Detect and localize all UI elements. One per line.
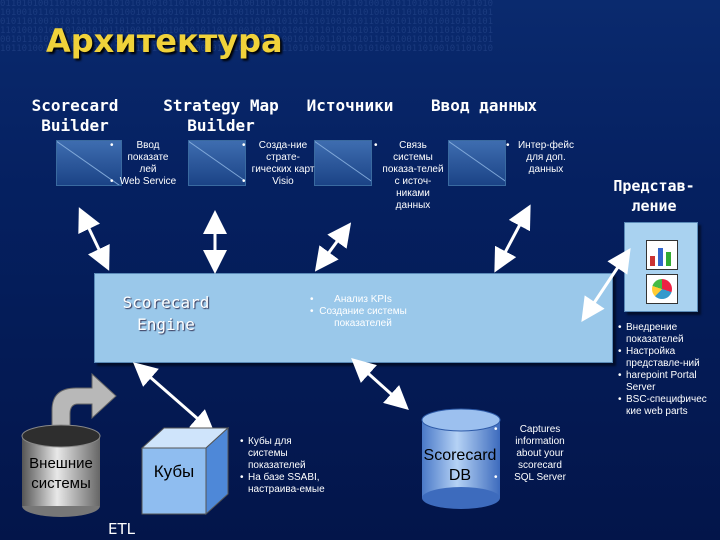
header-strategy-map-builder: Strategy Map Builder — [163, 96, 279, 135]
external-systems-label: Внешние системы — [29, 455, 93, 492]
scorecard-db-label: Scorecard DB — [423, 447, 497, 484]
double-arrow — [494, 204, 531, 273]
pie-chart-icon — [646, 274, 678, 304]
bar-chart-icon — [646, 240, 678, 270]
header-scorecard-builder: Scorecard Builder — [31, 96, 119, 135]
engine-label: Scorecard Engine — [122, 293, 210, 334]
external-systems-cylinder — [21, 424, 101, 517]
etl-label: ETL — [108, 520, 135, 538]
double-arrow — [351, 357, 409, 411]
cubes-icon — [140, 426, 230, 516]
sources-screenshot — [314, 140, 372, 186]
bullet-item: Создание системы показателей — [310, 306, 408, 330]
bullet-item: Интер-фейс для доп. данных — [506, 140, 578, 176]
db-bullets: Captures information about your scorecar… — [494, 424, 578, 484]
header-sources: Источники — [306, 96, 394, 115]
bullet-item: Captures information about your scorecar… — [494, 424, 578, 472]
bullet-item: Настройка представле-ний — [618, 346, 718, 370]
sources-bullets: Связь системы показа-телей с источ-никам… — [374, 140, 444, 212]
bullet-item: На базе SSABI, настраива-емые — [240, 472, 332, 496]
presentation-bullets: Внедрение показателей Настройка представ… — [618, 322, 718, 418]
header-data-entry: Ввод данных — [431, 96, 537, 115]
bullet-item: Ввод показате лей — [110, 140, 178, 176]
double-arrow — [581, 248, 631, 322]
bullet-item: harepoint Portal Server — [618, 370, 718, 394]
binary-background-pattern: 0110101001101001010110101010010110100101… — [0, 0, 494, 54]
scorecard-builder-bullets: Ввод показате лей Web Service — [110, 140, 178, 188]
double-arrow — [314, 222, 352, 272]
etl-curved-arrow — [51, 372, 117, 429]
bullet-item: BSC-специфичес кие web parts — [618, 394, 718, 418]
slide-title: Архитектура — [46, 22, 283, 60]
bullet-item: Связь системы показа-телей с источ-никам… — [374, 140, 444, 212]
strategy-map-bullets: Созда-ние страте-гических карт Visio — [242, 140, 316, 188]
bullet-item: Кубы для системы показателей — [240, 436, 332, 472]
cubes-label: Кубы — [153, 462, 195, 481]
bullet-item: Анализ KPIs — [310, 294, 408, 306]
bullet-item: Visio — [242, 176, 316, 188]
bullet-item: SQL Server — [494, 472, 578, 484]
bullet-item: Созда-ние страте-гических карт — [242, 140, 316, 176]
scorecard-db-cylinder — [421, 408, 501, 509]
bullet-item: Внедрение показателей — [618, 322, 718, 346]
data-entry-bullets: Интер-фейс для доп. данных — [506, 140, 578, 176]
double-arrow — [132, 362, 216, 434]
cubes-bullets: Кубы для системы показателей На базе SSA… — [240, 436, 332, 496]
double-arrow — [78, 207, 110, 271]
engine-bullets: Анализ KPIs Создание системы показателей — [310, 294, 408, 330]
presentation-label: Представ- ление — [613, 177, 695, 215]
bullet-item: Web Service — [110, 176, 178, 188]
